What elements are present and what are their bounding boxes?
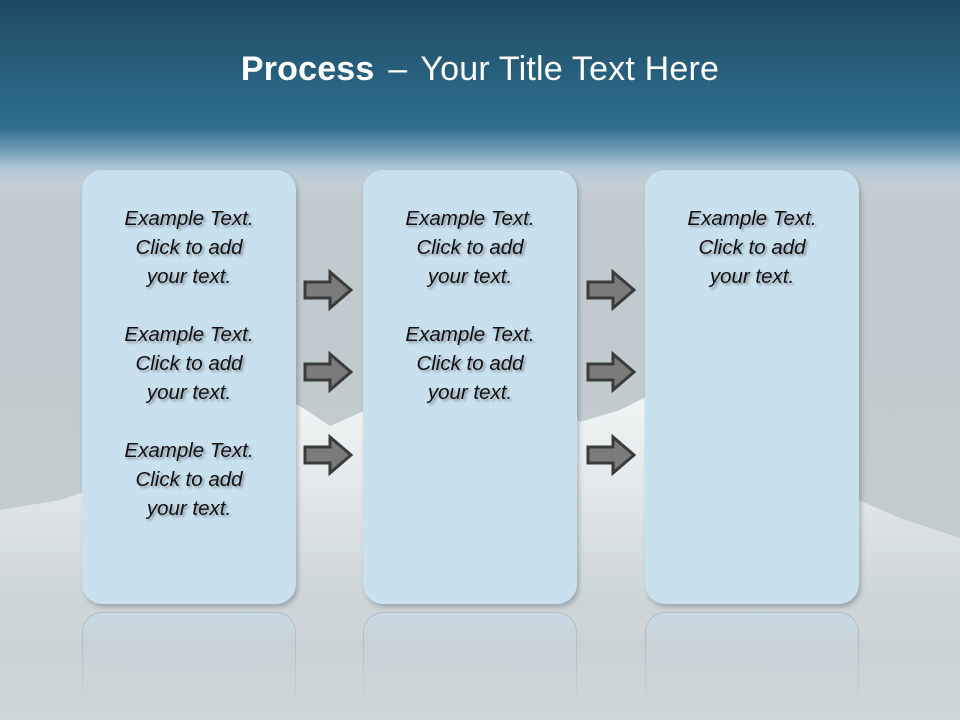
process-box-paragraph[interactable]: Example Text. Click to add your text.: [124, 439, 254, 520]
right-arrow-icon: [303, 350, 354, 394]
process-box-reflection: [363, 612, 577, 716]
process-box-paragraph[interactable]: Example Text. Click to add your text.: [687, 207, 817, 288]
process-box[interactable]: Example Text. Click to add your text.: [645, 170, 859, 604]
right-arrow-icon: [586, 350, 637, 394]
page-title-rest: Your Title Text Here: [420, 50, 720, 88]
process-box-content: Example Text. Click to add your text. Exa…: [82, 204, 296, 523]
page-title-strong: Process: [240, 50, 375, 88]
right-arrow-icon: [586, 268, 637, 312]
process-box-paragraph[interactable]: Example Text. Click to add your text.: [405, 323, 535, 404]
page-title: Process – Your Title Text Here: [0, 50, 960, 89]
process-box-content: Example Text. Click to add your text. Exa…: [363, 204, 577, 407]
page-title-dash: –: [388, 50, 408, 88]
process-box-content: Example Text. Click to add your text.: [645, 204, 859, 291]
process-box-paragraph[interactable]: Example Text. Click to add your text.: [124, 207, 254, 288]
right-arrow-icon: [303, 268, 354, 312]
right-arrow-icon: [303, 433, 354, 477]
right-arrow-icon: [586, 433, 637, 477]
process-box-reflection: [645, 612, 859, 716]
process-box-paragraph[interactable]: Example Text. Click to add your text.: [124, 323, 254, 404]
process-box[interactable]: Example Text. Click to add your text. Exa…: [363, 170, 577, 604]
process-box-paragraph[interactable]: Example Text. Click to add your text.: [405, 207, 535, 288]
process-box[interactable]: Example Text. Click to add your text. Exa…: [82, 170, 296, 604]
process-box-reflection: [82, 612, 296, 716]
